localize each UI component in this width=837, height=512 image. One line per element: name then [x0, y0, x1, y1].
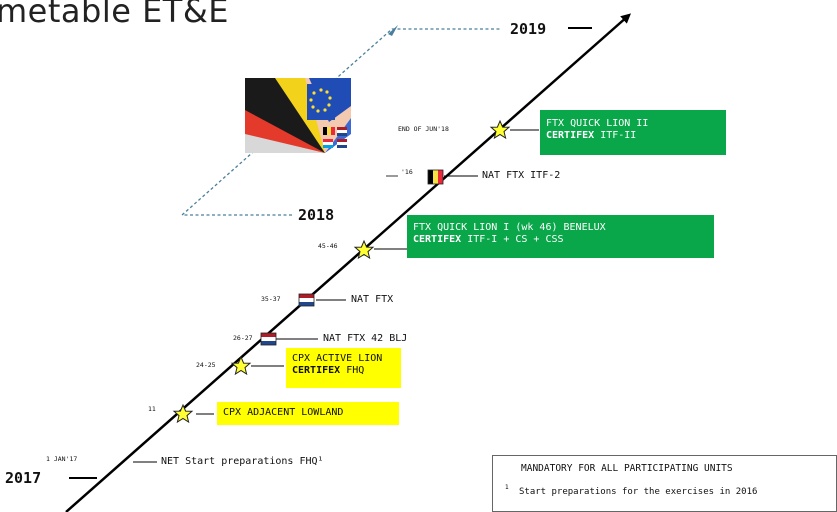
- eu-benelux-flag-icon: [245, 78, 351, 153]
- milestone-star-adjacent: [173, 404, 193, 423]
- event-nat-ftx: NAT FTX: [351, 294, 394, 305]
- date-label: 24-25: [196, 361, 216, 369]
- event-label: CPX ACTIVE LION: [292, 353, 383, 364]
- event-nat-ftx-42-blj: NAT FTX 42 BLJ: [323, 333, 408, 344]
- event-label-line2: CERTIFEX ITF-I + CS + CSS: [413, 234, 564, 245]
- dashed-arrowhead: [388, 25, 398, 36]
- footnote-marker: 1: [505, 484, 509, 491]
- event-label: FTX QUICK LION II: [546, 118, 649, 129]
- legend-footnote-label: Start preparations for the exercises in …: [519, 487, 758, 497]
- event-label-line2: CERTIFEX ITF-II: [546, 130, 637, 141]
- timeline-axis: [65, 13, 631, 512]
- event-label-line2: CERTIFEX FHQ: [292, 365, 365, 376]
- milestone-star-active: [231, 356, 251, 375]
- event-cpx-active-lion: CPX ACTIVE LION CERTIFEX FHQ: [286, 348, 401, 388]
- legend-box: MANDATORY FOR ALL PARTICIPATING UNITS 1 …: [492, 455, 837, 512]
- event-net-start-preparations: NET Start preparations FHQ¹: [161, 456, 324, 467]
- page-title: metable ET&E: [0, 0, 230, 30]
- date-label: 1 JAN'17: [46, 455, 78, 463]
- legend-mandatory-label: MANDATORY FOR ALL PARTICIPATING UNITS: [521, 463, 733, 474]
- date-label: 11: [148, 405, 156, 413]
- date-label: 45-46: [318, 242, 338, 250]
- belgian-flag-icon: [427, 169, 444, 185]
- dutch-flag-icon: [298, 293, 315, 307]
- event-nat-ftx-itf-2: NAT FTX ITF-2: [482, 170, 561, 181]
- year-2018-label: 2018: [298, 206, 335, 224]
- event-cpx-adjacent-lowland: CPX ADJACENT LOWLAND: [217, 402, 399, 425]
- event-label: CPX ADJACENT LOWLAND: [223, 407, 344, 418]
- year-2017-label: 2017: [5, 469, 42, 487]
- date-label: 35-37: [261, 295, 281, 303]
- date-label: '16: [401, 168, 413, 176]
- event-ftx-quick-lion-2: FTX QUICK LION II CERTIFEX ITF-II: [540, 110, 726, 155]
- event-ftx-quick-lion-1: FTX QUICK LION I (wk 46) BENELUX CERTIFE…: [407, 215, 714, 258]
- date-label: END OF JUN'18: [398, 125, 449, 133]
- event-label: FTX QUICK LION I (wk 46) BENELUX: [413, 222, 606, 233]
- date-label: 26-27: [233, 334, 253, 342]
- dutch-flag-icon: [260, 332, 277, 346]
- year-2019-label: 2019: [510, 20, 547, 38]
